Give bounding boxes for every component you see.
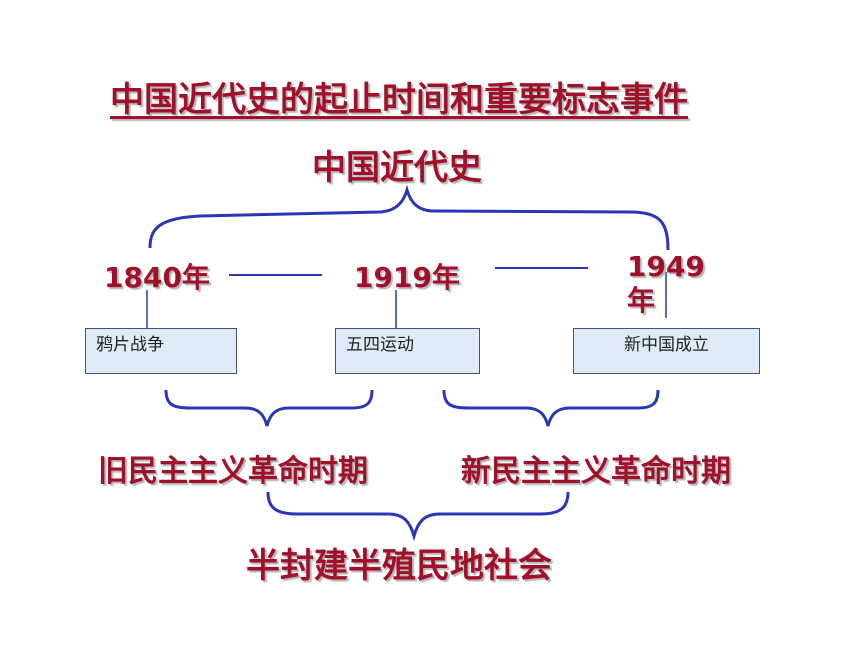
event-box-may-fourth: 五四运动 bbox=[335, 328, 480, 374]
subtitle: 中国近代史 bbox=[312, 148, 482, 188]
event-box-prc-founding: 新中国成立 bbox=[573, 328, 760, 374]
event-box-opium-war: 鸦片战争 bbox=[85, 328, 237, 374]
society-label: 半封建半殖民地社会 bbox=[246, 546, 552, 586]
bottom-brace bbox=[266, 491, 570, 542]
year-1919: 1919年 bbox=[354, 261, 460, 294]
event-label: 新中国成立 bbox=[624, 335, 709, 355]
event-label: 鸦片战争 bbox=[96, 335, 164, 355]
right-period-brace bbox=[442, 389, 660, 427]
top-brace bbox=[148, 184, 670, 251]
period-old-democratic: 旧民主主义革命时期 bbox=[98, 454, 368, 489]
year-1949: 1949 年 bbox=[627, 250, 705, 317]
event-label: 五四运动 bbox=[346, 335, 414, 355]
year-1840: 1840年 bbox=[104, 261, 210, 294]
period-new-democratic: 新民主主义革命时期 bbox=[461, 454, 731, 489]
page-title: 中国近代史的起止时间和重要标志事件 bbox=[110, 80, 688, 120]
left-period-brace bbox=[164, 389, 374, 427]
